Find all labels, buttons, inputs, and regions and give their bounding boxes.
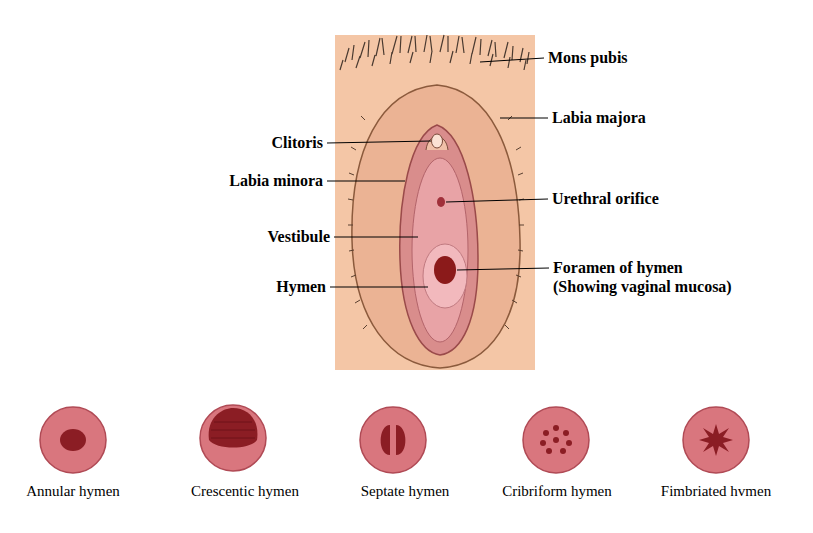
crescentic-hymen-icon [200, 405, 266, 471]
hymen-types [40, 405, 749, 473]
part-label: Clitoris [271, 133, 323, 152]
clitoris-shape [432, 134, 443, 148]
type-caption: Septate hymen [361, 482, 450, 500]
type-caption: Fimbriated hvmen [661, 482, 771, 500]
annular-hymen-icon [40, 407, 106, 473]
labia-majora-shape [352, 85, 520, 368]
skin-panel [335, 35, 535, 370]
vestibule-area [412, 158, 468, 342]
type-caption: Cribriform hymen [502, 482, 612, 500]
part-label: Urethral orifice [552, 189, 659, 208]
part-label: Foramen of hymen [553, 258, 683, 277]
part-label: Labia minora [229, 171, 323, 190]
leader-lines [327, 58, 549, 287]
type-caption: Crescentic hymen [191, 482, 299, 500]
labia-minora-shape [400, 125, 478, 355]
pubic-hair [340, 35, 529, 70]
urethral-orifice-mark [437, 197, 445, 207]
hymen-foramen [434, 256, 456, 284]
part-label: Labia majora [552, 108, 646, 127]
septate-hymen-icon [360, 407, 426, 473]
part-label: Hymen [276, 277, 326, 296]
part-label: Mons pubis [548, 48, 628, 67]
type-caption: Annular hymen [26, 482, 120, 500]
fimbriated-hymen-icon [683, 407, 749, 473]
vulva-drawing [335, 35, 535, 370]
hymen-ring [423, 244, 467, 308]
cribriform-hymen-icon [523, 407, 589, 473]
part-note: (Showing vaginal mucosa) [553, 277, 732, 296]
part-label: Vestibule [267, 227, 330, 246]
